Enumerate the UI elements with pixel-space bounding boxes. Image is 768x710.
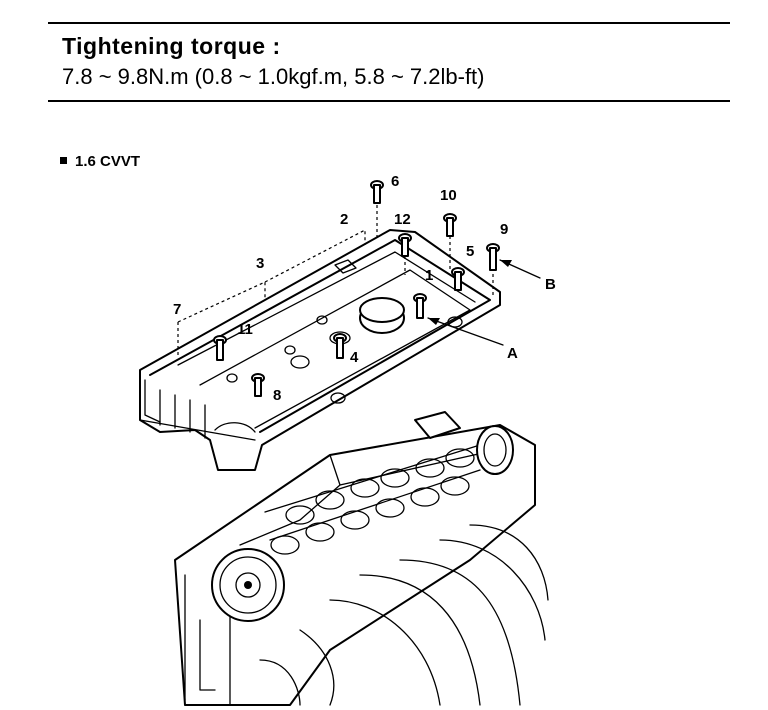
callout-8: 8	[273, 387, 281, 404]
bolt-4	[333, 333, 347, 359]
bottom-rule	[48, 100, 730, 102]
cylinder-head-drawing	[174, 411, 549, 706]
callout-3: 3	[256, 255, 264, 272]
arrow-b-icon	[500, 260, 512, 267]
callout-5: 5	[466, 243, 474, 260]
torque-title: Tightening torque :	[62, 33, 281, 59]
callout-4: 4	[350, 349, 359, 366]
top-rule	[48, 22, 730, 24]
bolt-9	[486, 243, 500, 271]
callout-6: 6	[391, 173, 399, 190]
callout-9: 9	[500, 221, 508, 238]
callout-10: 10	[440, 187, 457, 204]
leader-arrows	[427, 259, 541, 346]
bolt-1	[413, 293, 427, 319]
callout-2: 2	[340, 211, 348, 228]
callout-12: 12	[394, 211, 411, 228]
callout-1: 1	[425, 267, 433, 284]
bolt-8	[251, 373, 265, 397]
bolt-6	[370, 180, 384, 204]
callout-11: 11	[237, 321, 253, 338]
section-label: 1.6 CVVT	[75, 153, 141, 170]
bolt-5	[451, 267, 465, 291]
head-cover-drawing	[139, 229, 501, 471]
bullet-square-icon	[60, 157, 67, 164]
section-heading: 1.6 CVVT	[60, 153, 140, 170]
bolts	[213, 180, 500, 397]
bolt-10	[443, 213, 457, 237]
callout-a: A	[507, 345, 518, 362]
arrow-a-icon	[428, 318, 440, 325]
callout-7: 7	[173, 301, 181, 318]
torque-value: 7.8 ~ 9.8N.m (0.8 ~ 1.0kgf.m, 5.8 ~ 7.2l…	[62, 64, 485, 89]
bolt-11	[213, 335, 227, 361]
callout-b: B	[545, 276, 556, 293]
bolt-12	[398, 233, 412, 257]
